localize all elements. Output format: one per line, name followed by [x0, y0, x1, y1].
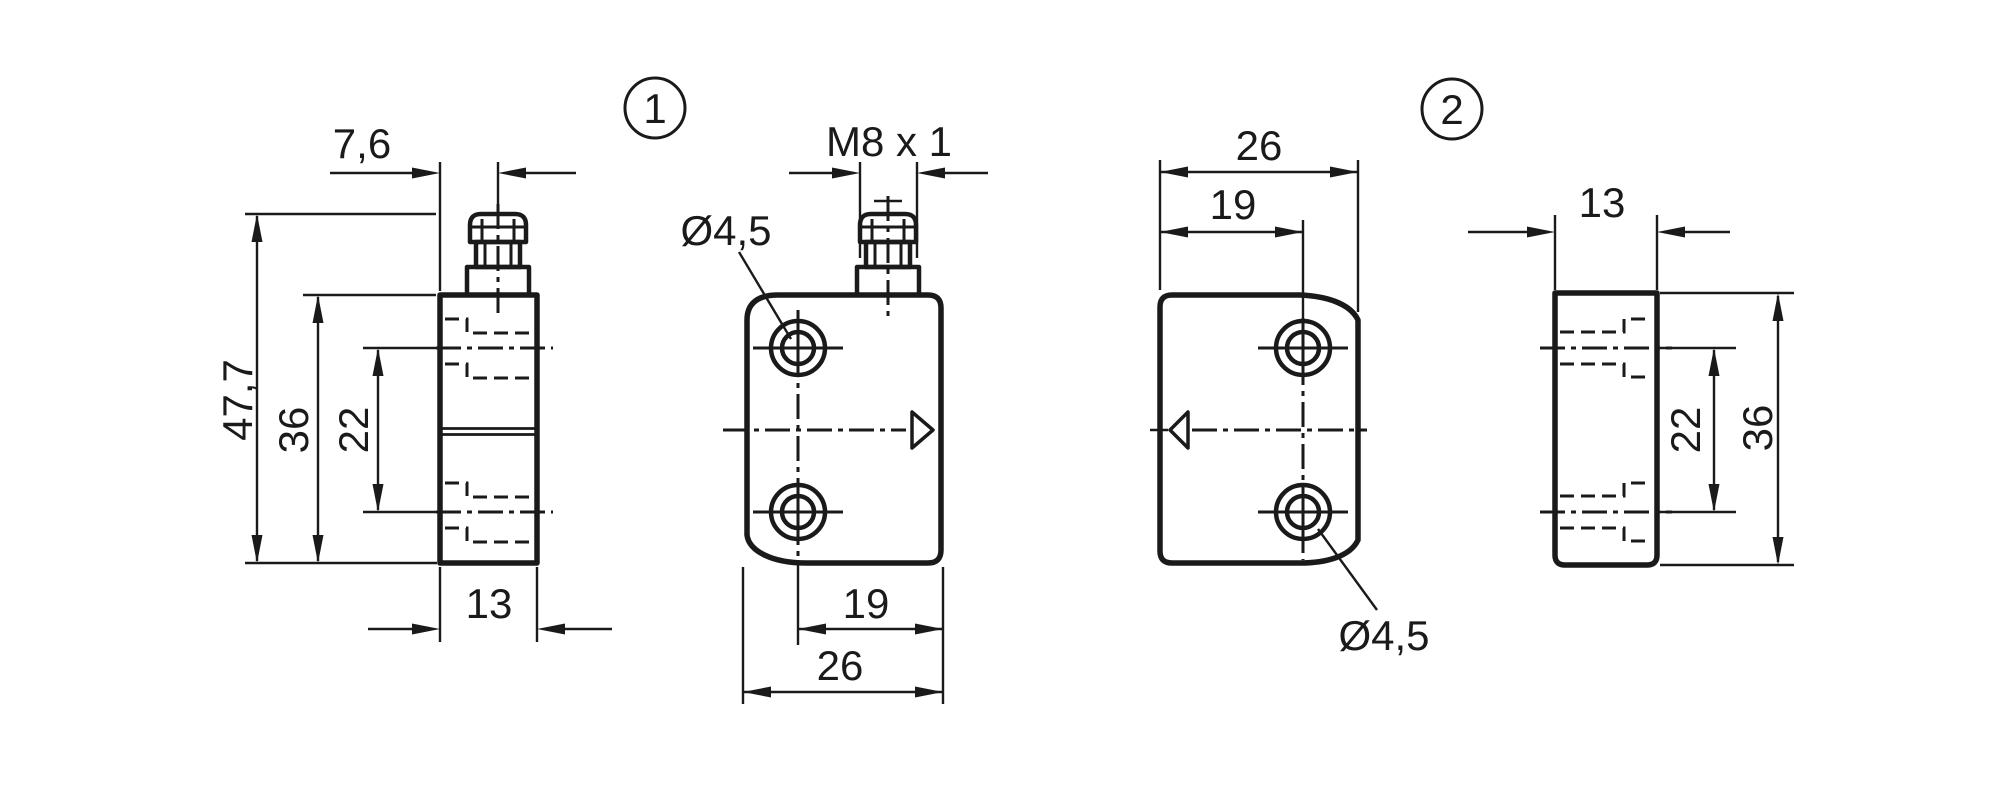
arrowhead: [1160, 226, 1188, 238]
dim-label-m8x1: M8 x 1: [826, 118, 952, 165]
arrowhead: [917, 167, 945, 179]
arrowhead: [798, 623, 826, 635]
callout-1-circle: [623, 76, 687, 140]
arrowhead: [1708, 348, 1720, 376]
leader-line: [1317, 528, 1378, 611]
dimension-hole-spacing: 22: [330, 346, 436, 514]
hidden-edge: [445, 526, 533, 544]
mounting-hole-bottom: [753, 482, 843, 542]
dim-label-19: 19: [843, 580, 890, 627]
callout-2-label: 2: [1440, 86, 1463, 133]
dim-label-36: 36: [1734, 405, 1781, 452]
hidden-edge: [445, 362, 533, 380]
arrowhead: [1657, 226, 1685, 238]
dimension-total-height: 47,7: [214, 212, 437, 565]
hidden-edge: [1560, 526, 1652, 543]
dimension-depth: 13: [368, 567, 612, 642]
hidden-edge: [1560, 317, 1652, 334]
dim-label-dia-4-5: Ø4,5: [680, 207, 771, 254]
arrowhead: [743, 686, 771, 698]
view-actuator-side: 13 22 36: [1468, 179, 1794, 568]
arrowhead: [372, 348, 384, 376]
actuator-front-body-outline: [1157, 292, 1361, 566]
arrowhead: [915, 623, 943, 635]
sensor-front-body-outline: [744, 292, 944, 566]
arrowhead: [1275, 226, 1303, 238]
arrowhead: [312, 535, 324, 563]
hole-diameter-callout: Ø4,5: [1317, 528, 1430, 659]
sensing-face-marker: [910, 410, 935, 450]
hole-diameter-callout: Ø4,5: [680, 207, 793, 340]
arrowhead: [372, 484, 384, 512]
view-sensor-side: 7,6 47,7 36 22: [214, 120, 612, 642]
dim-label-22: 22: [1662, 407, 1709, 454]
dimension-thread: M8 x 1: [789, 118, 988, 258]
arrowhead: [832, 167, 860, 179]
mounting-hole-top: [1258, 318, 1348, 378]
dimension-body-height: 36: [270, 293, 436, 563]
dimension-hole-spacing: 22: [1660, 346, 1736, 514]
hidden-edge: [1560, 362, 1652, 379]
callout-2: 2: [1420, 77, 1484, 141]
arrowhead: [1527, 226, 1555, 238]
dim-label-7-6: 7,6: [333, 120, 391, 167]
connector-cap: [467, 211, 529, 245]
dim-label-26: 26: [817, 642, 864, 689]
dimension-depth: 13: [1468, 179, 1730, 290]
leader-line: [737, 251, 793, 340]
arrowhead: [412, 623, 440, 635]
arrowhead: [1772, 293, 1784, 321]
arrowhead: [251, 535, 263, 563]
arrowhead: [251, 214, 263, 242]
dim-label-13: 13: [466, 580, 513, 627]
dimension-hole-to-edge: 19: [796, 563, 943, 645]
dim-label-36: 36: [270, 407, 317, 454]
callout-1: 1: [623, 76, 687, 140]
dim-label-dia-4-5: Ø4,5: [1338, 612, 1429, 659]
dim-label-13: 13: [1579, 179, 1626, 226]
hidden-edge: [445, 317, 533, 335]
arrowhead: [412, 167, 440, 179]
arrowhead: [1772, 537, 1784, 565]
view-actuator-front: 2 26: [1150, 77, 1484, 659]
dim-label-26: 26: [1236, 122, 1283, 169]
arrowhead: [1160, 166, 1188, 178]
arrowhead: [498, 167, 526, 179]
hidden-edge: [1560, 481, 1652, 498]
dim-label-19: 19: [1210, 181, 1257, 228]
active-face-marker: [1168, 410, 1190, 450]
dim-label-22: 22: [330, 407, 377, 454]
callout-2-circle: [1420, 77, 1484, 141]
arrowhead: [537, 623, 565, 635]
arrowhead: [1330, 166, 1358, 178]
callout-1-label: 1: [643, 85, 666, 132]
arrowhead: [1708, 484, 1720, 512]
dimension-connector-offset: 7,6: [330, 120, 576, 291]
dimension-width: 26: [741, 567, 945, 704]
sensor-side-connector: [464, 204, 532, 318]
mounting-hole-top: [753, 318, 843, 378]
actuator-side-body-outline: [1552, 290, 1660, 568]
hidden-edge: [445, 481, 533, 499]
arrowhead: [312, 295, 324, 323]
dimension-hole-to-edge: 19: [1160, 181, 1305, 318]
mounting-hole-bottom: [1258, 482, 1348, 542]
dimension-width: 26: [1158, 122, 1360, 312]
arrowhead: [915, 686, 943, 698]
dim-label-47-7: 47,7: [214, 359, 261, 441]
view-sensor-front: 1: [623, 76, 988, 704]
dimension-body-height: 36: [1660, 291, 1794, 567]
